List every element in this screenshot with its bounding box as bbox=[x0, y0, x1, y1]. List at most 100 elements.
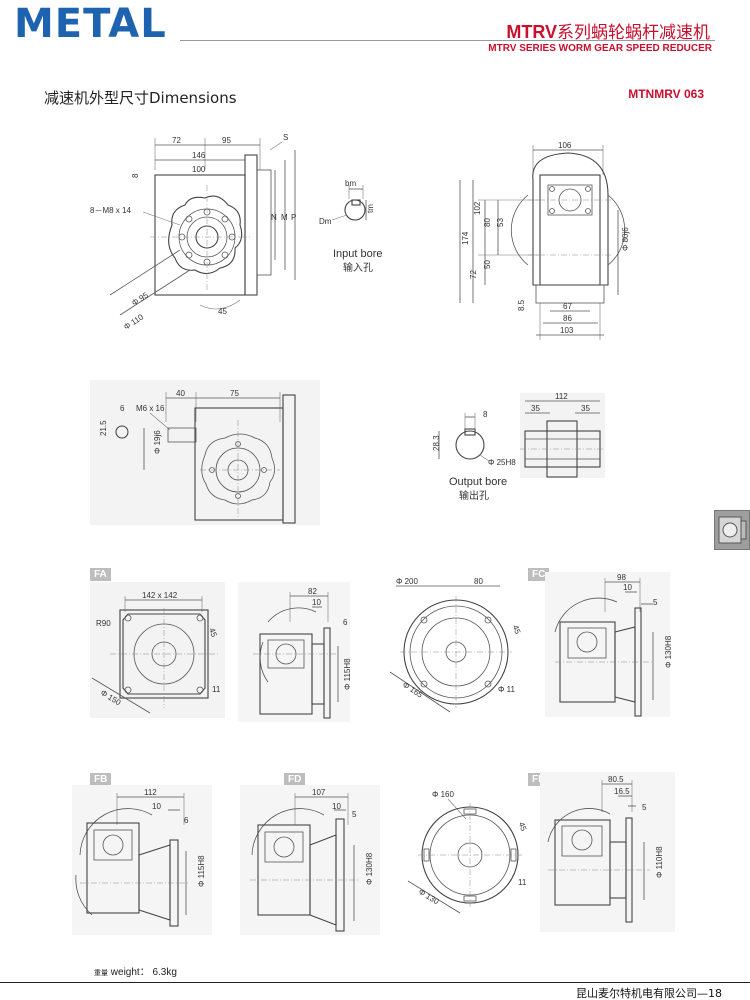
dim-21-5: 21.5 bbox=[99, 420, 108, 436]
dim-174: 174 bbox=[461, 231, 470, 245]
dim-35-left: 35 bbox=[531, 404, 540, 413]
weight-label: weight： bbox=[110, 967, 150, 978]
dim-fb-6: 6 bbox=[184, 816, 189, 825]
dim-fe-45: 45 bbox=[517, 821, 529, 833]
output-bore-detail: 8 28.3 Φ 25H8 Output bore 输出孔 112 35 35 bbox=[425, 392, 605, 508]
metal-logo: METAL bbox=[14, 1, 184, 47]
dim-phi25: Φ 25H8 bbox=[488, 458, 516, 467]
dim-phi80: Φ 80j6 bbox=[621, 227, 630, 251]
fb-side-view: 112 10 6 Φ 115H8 bbox=[72, 785, 212, 935]
bolt-spec: 8－M8 x 14 bbox=[90, 206, 131, 215]
weight-info: 重量 weight： 6.3kg bbox=[94, 963, 177, 978]
dim-s: S bbox=[283, 133, 288, 142]
dimensions-title: 减速机外型尺寸Dimensions bbox=[44, 89, 237, 107]
fd-side-view: 107 10 5 Φ 130H8 bbox=[240, 785, 380, 935]
dim-fa-45: 45 bbox=[207, 627, 219, 639]
dim-m: M bbox=[281, 213, 288, 222]
dim-phi200: Φ 200 bbox=[396, 577, 419, 586]
dim-phi95: Φ 95 bbox=[130, 290, 150, 307]
dim-28-3: 28.3 bbox=[432, 435, 441, 451]
dim-fa-11: 11 bbox=[212, 685, 221, 694]
fc-flange-view: Φ 200 80 45 Φ 165 Φ 11 bbox=[380, 572, 528, 722]
dim-72: 72 bbox=[172, 136, 181, 145]
dim-fe-5: 5 bbox=[642, 803, 647, 812]
footer-company: 昆山麦尔特机电有限公司—18 bbox=[576, 987, 722, 1000]
dim-106: 106 bbox=[558, 141, 572, 150]
dim-fa-6: 6 bbox=[343, 618, 348, 627]
dim-fe-phi110: Φ 110H8 bbox=[655, 846, 664, 878]
dim-dm: Dm bbox=[319, 217, 332, 226]
dim-53: 53 bbox=[496, 218, 505, 227]
series-subtitle: MTRV SERIES WORM GEAR SPEED REDUCER bbox=[488, 43, 712, 54]
dim-fb-112: 112 bbox=[144, 788, 157, 797]
main-front-view: 72 95 146 100 8 S N M P 8－M8 x 14 Φ 95 Φ… bbox=[90, 130, 315, 340]
dim-vs-6: 6 bbox=[120, 404, 125, 413]
dim-72-side: 72 bbox=[469, 270, 478, 279]
dim-fc-5: 5 bbox=[653, 598, 658, 607]
footer-divider bbox=[0, 982, 750, 983]
dim-102: 102 bbox=[473, 201, 482, 215]
dim-vs-75: 75 bbox=[230, 389, 239, 398]
dim-86: 86 bbox=[563, 314, 572, 323]
series-code: MTRV bbox=[506, 22, 557, 42]
dim-142: 142 x 142 bbox=[142, 591, 178, 600]
model-code: MTNMRV 063 bbox=[628, 87, 704, 101]
logo-text: METAL bbox=[14, 4, 167, 40]
dim-82: 82 bbox=[308, 587, 317, 596]
fe-flange-view: Φ 160 45 11 Φ 130 bbox=[400, 785, 530, 915]
output-bore-label-cn: 输出孔 bbox=[459, 489, 489, 502]
dim-fd-10: 10 bbox=[332, 802, 341, 811]
dim-r90: R90 bbox=[96, 619, 111, 628]
series-cn: 系列蜗轮蜗杆减速机 bbox=[557, 23, 710, 43]
dim-80: 80 bbox=[483, 218, 492, 227]
series-title: MTRV系列蜗轮蜗杆减速机 bbox=[506, 18, 710, 43]
dim-fb-phi115: Φ 115H8 bbox=[197, 855, 206, 887]
dim-103: 103 bbox=[560, 326, 574, 335]
dim-angle-45: 45 bbox=[218, 307, 227, 316]
side-view: 106 174 102 80 53 72 50 8.5 Φ 80j6 67 86 bbox=[448, 135, 648, 345]
dim-16-5: 16.5 bbox=[614, 787, 630, 796]
dim-100: 100 bbox=[192, 165, 206, 174]
dim-67: 67 bbox=[563, 302, 572, 311]
dim-107: 107 bbox=[312, 788, 326, 797]
fe-side-view: 80.5 16.5 5 Φ 110H8 bbox=[540, 772, 675, 932]
dim-80-5: 80.5 bbox=[608, 775, 624, 784]
dim-vs-40: 40 bbox=[176, 389, 185, 398]
dim-95: 95 bbox=[222, 136, 231, 145]
dim-fe-11: 11 bbox=[518, 878, 527, 887]
dim-8: 8 bbox=[131, 173, 140, 178]
dim-50: 50 bbox=[483, 260, 492, 269]
dim-phi19: Φ 19j6 bbox=[153, 430, 162, 454]
dim-fc-80: 80 bbox=[474, 577, 483, 586]
dim-fa-phi115: Φ 115H8 bbox=[343, 658, 352, 690]
dim-fd-phi130: Φ 130H8 bbox=[365, 852, 374, 885]
dim-fa-10: 10 bbox=[312, 598, 321, 607]
dim-35-right: 35 bbox=[581, 404, 590, 413]
dim-tm: tm bbox=[366, 204, 375, 213]
tag-fb: FB bbox=[90, 773, 112, 786]
fa-flange-view: 142 x 142 R90 45 11 Φ 150 bbox=[90, 568, 225, 718]
dim-out-8: 8 bbox=[483, 410, 488, 419]
weight-value: 6.3kg bbox=[152, 967, 177, 978]
header-divider bbox=[180, 40, 715, 41]
dim-fc-phi130: Φ 130H8 bbox=[664, 635, 673, 668]
tag-fc: FC bbox=[528, 568, 550, 581]
fa-side-view: 82 10 6 Φ 115H8 bbox=[238, 582, 352, 722]
dim-98: 98 bbox=[617, 573, 626, 582]
dim-phi160: Φ 160 bbox=[432, 790, 455, 799]
dim-8-5: 8.5 bbox=[517, 299, 526, 311]
dim-112-shaft: 112 bbox=[555, 392, 568, 401]
dim-bm: bm bbox=[345, 179, 356, 188]
dim-n: N bbox=[271, 213, 277, 222]
dim-fb-10: 10 bbox=[152, 802, 161, 811]
vs-view: 40 75 M6 x 16 6 21.5 Φ 19j6 bbox=[90, 380, 320, 525]
dim-fc-10: 10 bbox=[623, 583, 632, 592]
tag-fd: FD bbox=[284, 773, 306, 786]
dim-p: P bbox=[291, 213, 296, 222]
dim-fc-45: 45 bbox=[511, 624, 523, 636]
input-bore-label-en: Input bore bbox=[333, 248, 383, 260]
output-bore-label-en: Output bore bbox=[449, 476, 507, 488]
input-bore-detail: bm tm Dm Input bore 输入孔 bbox=[315, 175, 405, 280]
gearbox-thumbnail-icon[interactable] bbox=[714, 510, 750, 550]
input-bore-label-cn: 输入孔 bbox=[343, 261, 373, 274]
